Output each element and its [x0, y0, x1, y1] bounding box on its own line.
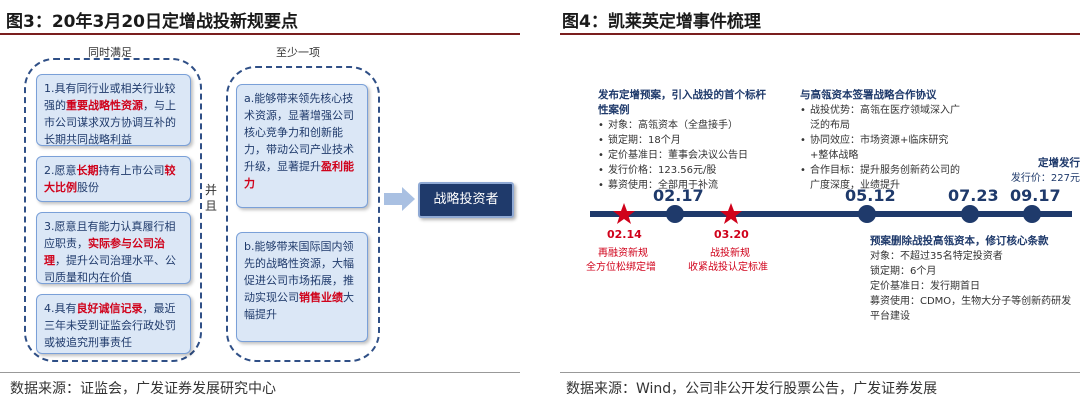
right-title-rule [560, 33, 1080, 35]
left-source-rule [0, 372, 520, 373]
event-dot [1023, 205, 1041, 223]
star-event-line2: 收紧战投认定标准 [688, 262, 768, 273]
left-source: 数据来源：证监会，广发证券发展研究中心 [10, 381, 276, 397]
note-0217-item: 锁定期：18个月 [598, 133, 776, 148]
event-date: 07.23 [948, 186, 999, 205]
strategic-investor-label: 战略投资者 [433, 192, 499, 207]
event-date: 02.17 [653, 186, 704, 205]
condition-2-highlight-2: 较大比例 [44, 164, 176, 194]
condition-2-post: 股份 [77, 181, 99, 194]
group-all-header: 同时满足 [88, 46, 132, 59]
right-figure-title: 图4：凯莱英定增事件梳理 [562, 12, 761, 32]
option-a-highlight: 盈利能力 [244, 160, 354, 190]
note-0217-item: 对象：高瓴资本（全盘接手） [598, 118, 776, 133]
condition-3-highlight: 实际参与公司治理 [44, 237, 165, 267]
condition-box-3: 3.愿意且有能力认真履行相应职责，实际参与公司治理，提升公司治理水平、公司质量和… [36, 212, 191, 284]
condition-4-pre: 4.具有 [44, 302, 77, 315]
right-source-rule [560, 372, 1080, 373]
event-dot [858, 205, 876, 223]
note-0917: 定增发行 发行价：227元 [1000, 156, 1080, 186]
option-box-a: a.能够带来领先核心技术资源，显著增强公司核心竞争力和创新能力，带动公司产业技术… [236, 84, 368, 208]
option-b-highlight: 销售业绩 [299, 291, 343, 304]
condition-1-highlight: 重要战略性资源 [66, 99, 143, 112]
note-0723-item: 锁定期：6个月 [870, 266, 937, 277]
option-box-b: b.能够带来国际国内领先的战略性资源，大幅促进公司市场拓展，推动实现公司销售业绩… [236, 232, 368, 342]
event-dot [666, 205, 684, 223]
note-0512-item: 合作目标：提升服务创新药公司的广度深度，业绩提升 [800, 163, 960, 193]
note-0217: 发布定增预案，引入战投的首个标杆性案例 对象：高瓴资本（全盘接手） 锁定期：18… [598, 88, 776, 193]
note-0217-item: 募资使用：全部用于补流 [598, 178, 776, 193]
option-b-pre: b.能够带来国际国内领先的战略性资源，大幅促进公司市场拓展，推动实现公司 [244, 240, 354, 304]
note-0512-head: 与高瓴资本签署战略合作协议 [800, 89, 937, 101]
condition-box-1: 1.具有同行业或相关行业较强的重要战略性资源，与上市公司谋求双方协调互补的长期共… [36, 74, 191, 146]
condition-box-4: 4.具有良好诚信记录，最近三年未受到证监会行政处罚或被追究刑事责任 [36, 294, 191, 354]
and-label: 并且 [205, 183, 218, 213]
condition-4-post: ，最近三年未受到证监会行政处罚或被追究刑事责任 [44, 302, 176, 349]
note-0512: 与高瓴资本签署战略合作协议 战投优势：高瓴在医疗领域深入广泛的布局 协同效应：市… [800, 88, 960, 193]
star-icon [720, 203, 742, 224]
strategic-investor-box: 战略投资者 [418, 182, 514, 218]
star-event-line1: 再融资新规 [598, 248, 648, 259]
left-title-rule [0, 33, 520, 35]
timeline-axis [590, 211, 1072, 217]
note-0917-line: 发行价：227元 [1010, 173, 1080, 184]
option-a-pre: a.能够带来领先核心技术资源，显著增强公司核心竞争力和创新能力，带动公司产业技术… [244, 92, 354, 173]
star-event-line2: 全方位松绑定增 [586, 262, 656, 273]
right-source: 数据来源：Wind，公司非公开发行股票公告，广发证券发展 [566, 381, 938, 397]
note-0723-item: 对象：不超过35名特定投资者 [870, 251, 1003, 262]
condition-3-pre: 3.愿意且有能力认真履行相应职责， [44, 220, 176, 250]
left-figure-title: 图3：20年3月20日定增战投新规要点 [6, 12, 298, 32]
star-event-date: 03.20 [714, 228, 749, 241]
group-all-conditions [24, 58, 202, 362]
condition-1-post: ，与上市公司谋求双方协调互补的长期共同战略利益 [44, 99, 176, 146]
event-date: 05.12 [845, 186, 896, 205]
note-0723-item: 定价基准日：发行期首日 [870, 281, 980, 292]
note-0723-item: 募资使用：CDMO，生物大分子等创新药研发平台建设 [870, 296, 1072, 322]
right-arrow-icon [384, 187, 415, 211]
note-0217-item: 发行价格：123.56元/股 [598, 163, 776, 178]
condition-3-post: ，提升公司治理水平、公司质量和内在价值 [44, 254, 176, 284]
star-icon [613, 203, 635, 224]
event-dot [961, 205, 979, 223]
note-0512-item: 战投优势：高瓴在医疗领域深入广泛的布局 [800, 103, 960, 133]
note-0723-head: 预案删除战投高瓴资本，修订核心条款 [870, 235, 1049, 247]
star-event-line1: 战投新规 [710, 248, 750, 259]
group-any-header: 至少一项 [276, 46, 320, 59]
note-0217-head: 发布定增预案，引入战投的首个标杆性案例 [598, 89, 766, 116]
condition-2-highlight-1: 长期 [76, 164, 99, 177]
option-b-post: 大幅提升 [244, 291, 354, 321]
note-0917-head: 定增发行 [1038, 157, 1080, 169]
condition-4-highlight: 良好诚信记录 [76, 302, 143, 315]
event-date: 09.17 [1010, 186, 1061, 205]
group-any-conditions [226, 66, 380, 362]
condition-1-pre: 1.具有同行业或相关行业较强的 [44, 82, 176, 112]
condition-box-2: 2.愿意长期持有上市公司较大比例股份 [36, 156, 191, 202]
star-event-date: 02.14 [607, 228, 642, 241]
note-0723: 预案删除战投高瓴资本，修订核心条款 对象：不超过35名特定投资者 锁定期：6个月… [870, 234, 1075, 324]
condition-2-pre: 2.愿意 [44, 164, 77, 177]
note-0217-item: 定价基准日：董事会决议公告日 [598, 148, 776, 163]
condition-2-mid: 持有上市公司 [98, 164, 165, 177]
note-0512-item: 协同效应：市场资源+临床研究+整体战略 [800, 133, 960, 163]
